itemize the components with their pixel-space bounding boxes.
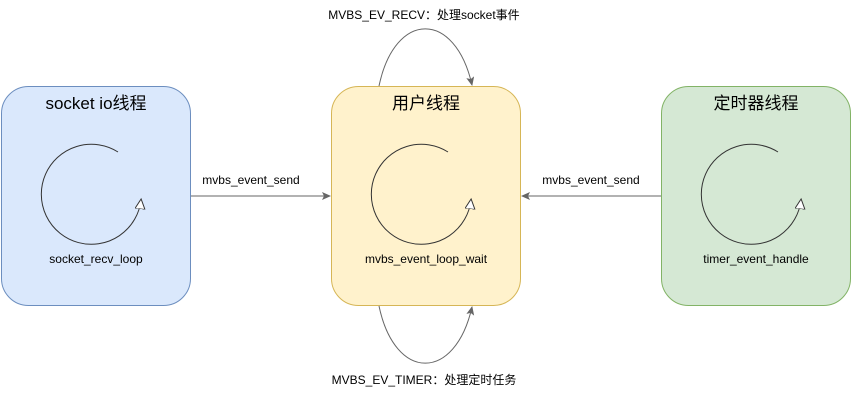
timer-event-label: MVBS_EV_TIMER：处理定时任务 [332, 372, 517, 387]
user-thread-box[interactable] [331, 86, 521, 306]
timer-thread-box[interactable] [661, 86, 851, 306]
socket-send-label: mvbs_event_send [202, 173, 299, 187]
socket-loop-label: socket_recv_loop [49, 252, 143, 266]
timer-thread-title: 定时器线程 [714, 94, 799, 113]
socket-io-thread-title: socket io线程 [45, 94, 146, 113]
recv-self-loop-arrow[interactable] [378, 28, 475, 87]
loop-icon [40, 143, 141, 245]
recv-event-label: MVBS_EV_RECV：处理socket事件 [328, 8, 519, 22]
socket-io-thread-box[interactable] [1, 86, 191, 306]
timer-loop-label: timer_event_handle [703, 252, 809, 266]
loop-icon [700, 143, 801, 245]
user-thread-title: 用户线程 [392, 94, 460, 113]
loop-icon [370, 143, 471, 245]
timer-send-label: mvbs_event_send [542, 173, 639, 187]
user-loop-label: mvbs_event_loop_wait [365, 252, 488, 266]
timer-self-loop-arrow[interactable] [378, 305, 475, 364]
